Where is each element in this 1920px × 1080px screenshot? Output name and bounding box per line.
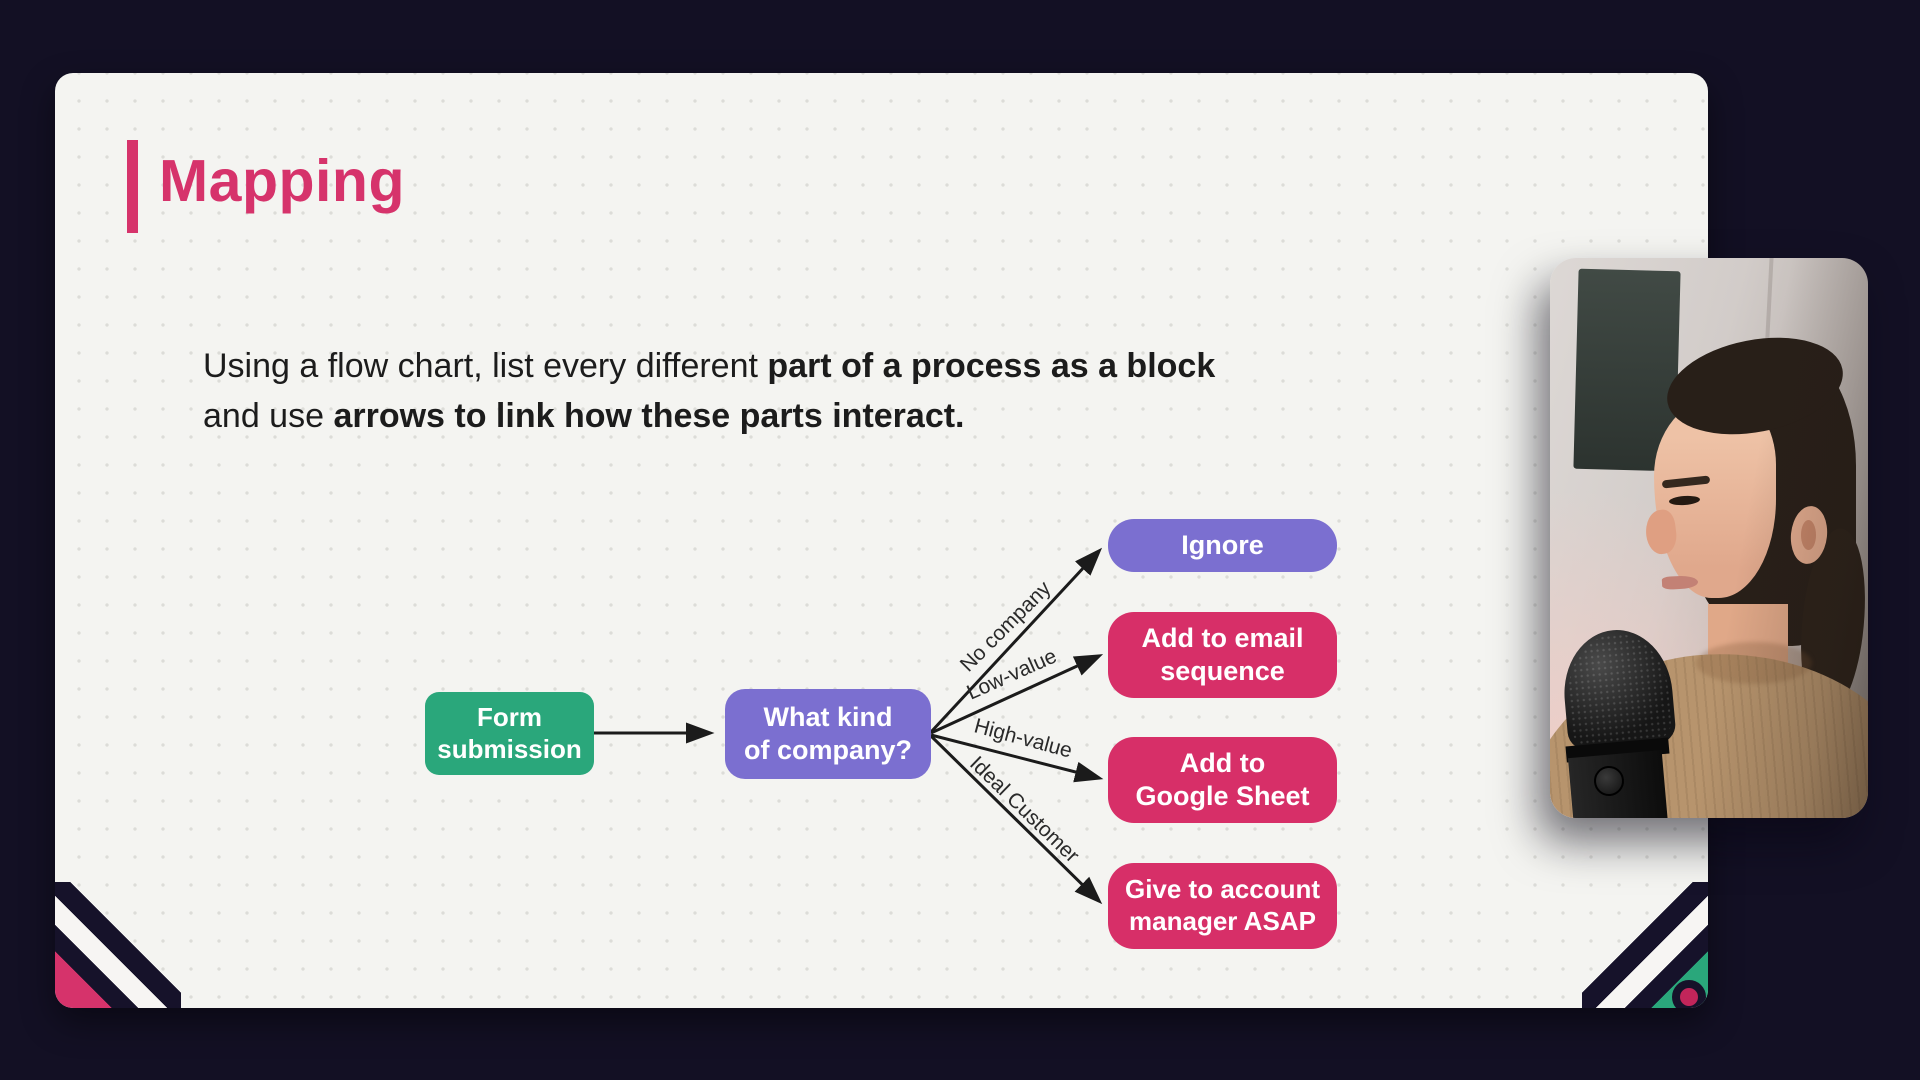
flowchart-node-add-to-google-sheet: Add to Google Sheet [1108,737,1337,823]
corner-decoration-dot [1672,980,1706,1008]
presentation-slide: Mapping Using a flow chart, list every d… [55,73,1708,1008]
edge-no-company [929,547,1103,734]
flowchart-node-give-to-account-manager: Give to account manager ASAP [1108,863,1337,949]
body-seg2-bold: part of a process as a block [767,347,1216,385]
webcam-vignette [1550,258,1868,818]
flowchart-node-ignore: Ignore [1108,519,1337,572]
body-seg1: Using a flow chart, list every different [203,347,768,385]
body-seg3: and use [203,397,334,435]
flowchart-node-form-submission: Form submission [425,692,594,775]
corner-decoration-bottom-left [55,882,181,1008]
title-accent-bar [127,140,138,233]
edge-label-ideal-customer: Ideal Customer [965,751,1084,868]
webcam-overlay [1550,258,1868,818]
edge-label-high-value: High-value [971,714,1075,763]
slide-title: Mapping [159,148,406,214]
person-ear-inner [1801,520,1816,550]
person-collar-shadow [1696,642,1812,684]
body-seg4-bold: arrows to link how these parts interact. [333,397,965,435]
slide-body-text: Using a flow chart, list every different… [203,341,1503,441]
flowchart-node-what-kind-of-company: What kind of company? [725,689,931,779]
flowchart-node-add-to-email-sequence: Add to email sequence [1108,612,1337,698]
corner-decoration-bottom-right [1582,882,1708,1008]
